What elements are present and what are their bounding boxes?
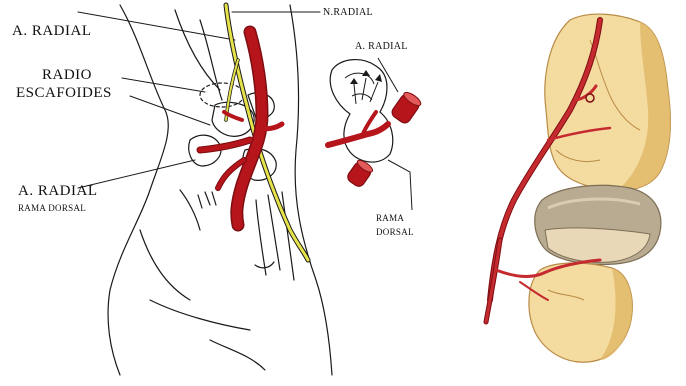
artery-lower bbox=[486, 240, 500, 322]
hand-curve-2 bbox=[210, 340, 265, 370]
wrist-line-drawing bbox=[78, 5, 332, 375]
hand-curve bbox=[150, 300, 250, 330]
label-inset-dorsal-line1: RAMA bbox=[376, 214, 404, 223]
label-scaphoid-line1: RADIO bbox=[42, 68, 92, 83]
label-inset-dorsal-line2: DORSAL bbox=[376, 228, 414, 237]
thumb-outline bbox=[140, 230, 190, 300]
label-radial-nerve: N.RADIAL bbox=[323, 8, 373, 18]
label-dorsal-branch-line2: RAMA DORSAL bbox=[18, 204, 86, 213]
colour-illustration bbox=[486, 14, 670, 362]
inset-artery-cut-bottom bbox=[345, 158, 374, 188]
label-dorsal-branch-line1: A. RADIAL bbox=[18, 184, 98, 199]
leader-scaphoid-2 bbox=[130, 96, 210, 125]
label-scaphoid-line2: ESCAFOIDES bbox=[16, 86, 112, 101]
metacarpal-2 bbox=[198, 192, 216, 208]
inset-leader-dorsal bbox=[388, 160, 412, 210]
leader-scaphoid bbox=[122, 78, 205, 92]
metacarpal-1 bbox=[180, 190, 200, 230]
label-radial-artery: A. RADIAL bbox=[12, 24, 92, 39]
inset-artery-cut-top bbox=[390, 90, 423, 125]
leader-radial-artery bbox=[78, 12, 235, 40]
artery-foramen bbox=[586, 94, 594, 102]
radial-artery bbox=[200, 32, 282, 225]
metacarpal-5 bbox=[256, 200, 266, 275]
forearm-inner-line bbox=[175, 10, 220, 90]
label-inset-radial-artery: A. RADIAL bbox=[355, 42, 408, 52]
inset-diagram bbox=[328, 58, 423, 210]
forearm-right-outline bbox=[290, 5, 332, 375]
forearm-outline bbox=[108, 5, 168, 375]
inset-bone bbox=[330, 60, 393, 162]
